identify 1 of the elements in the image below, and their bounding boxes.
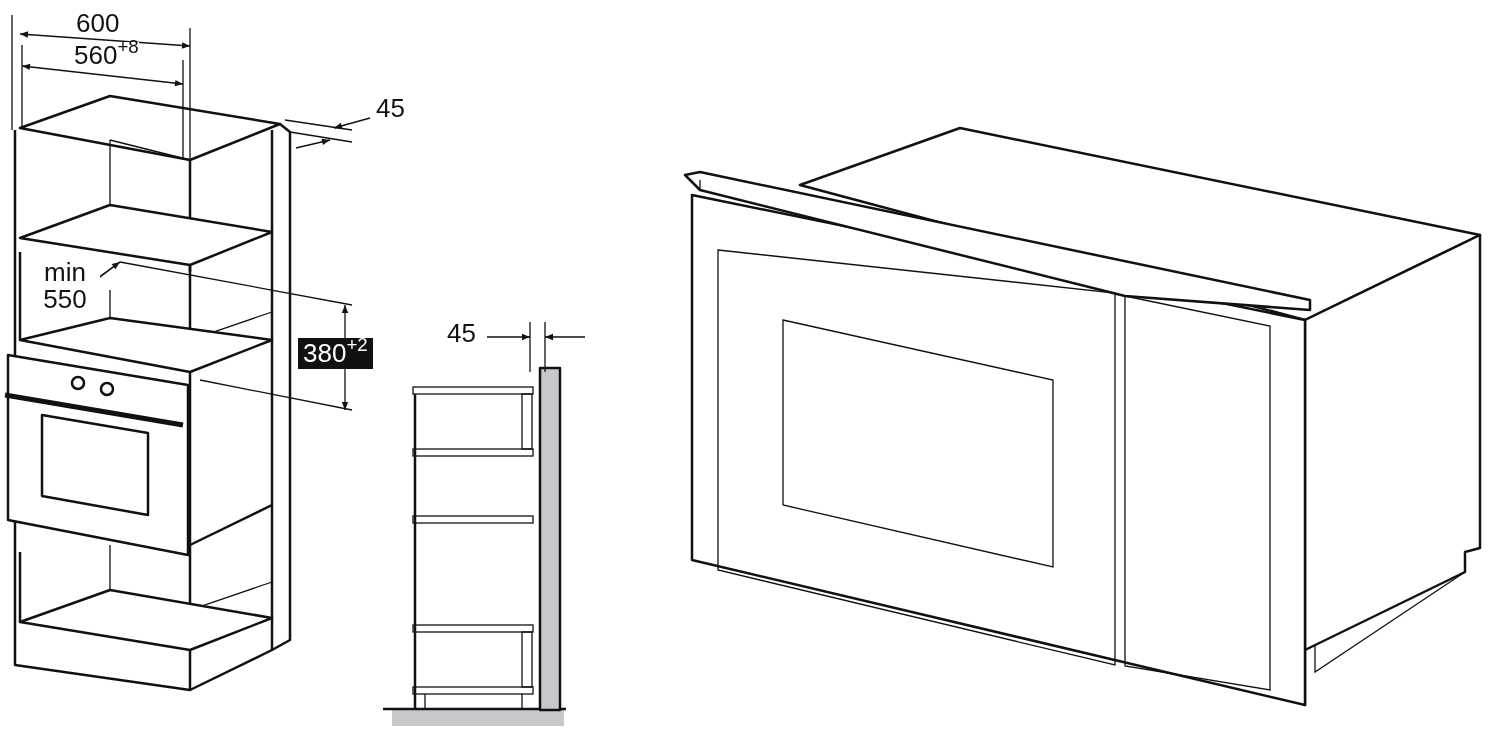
dimension-label: 380$^{+2}$ <box>298 338 373 370</box>
